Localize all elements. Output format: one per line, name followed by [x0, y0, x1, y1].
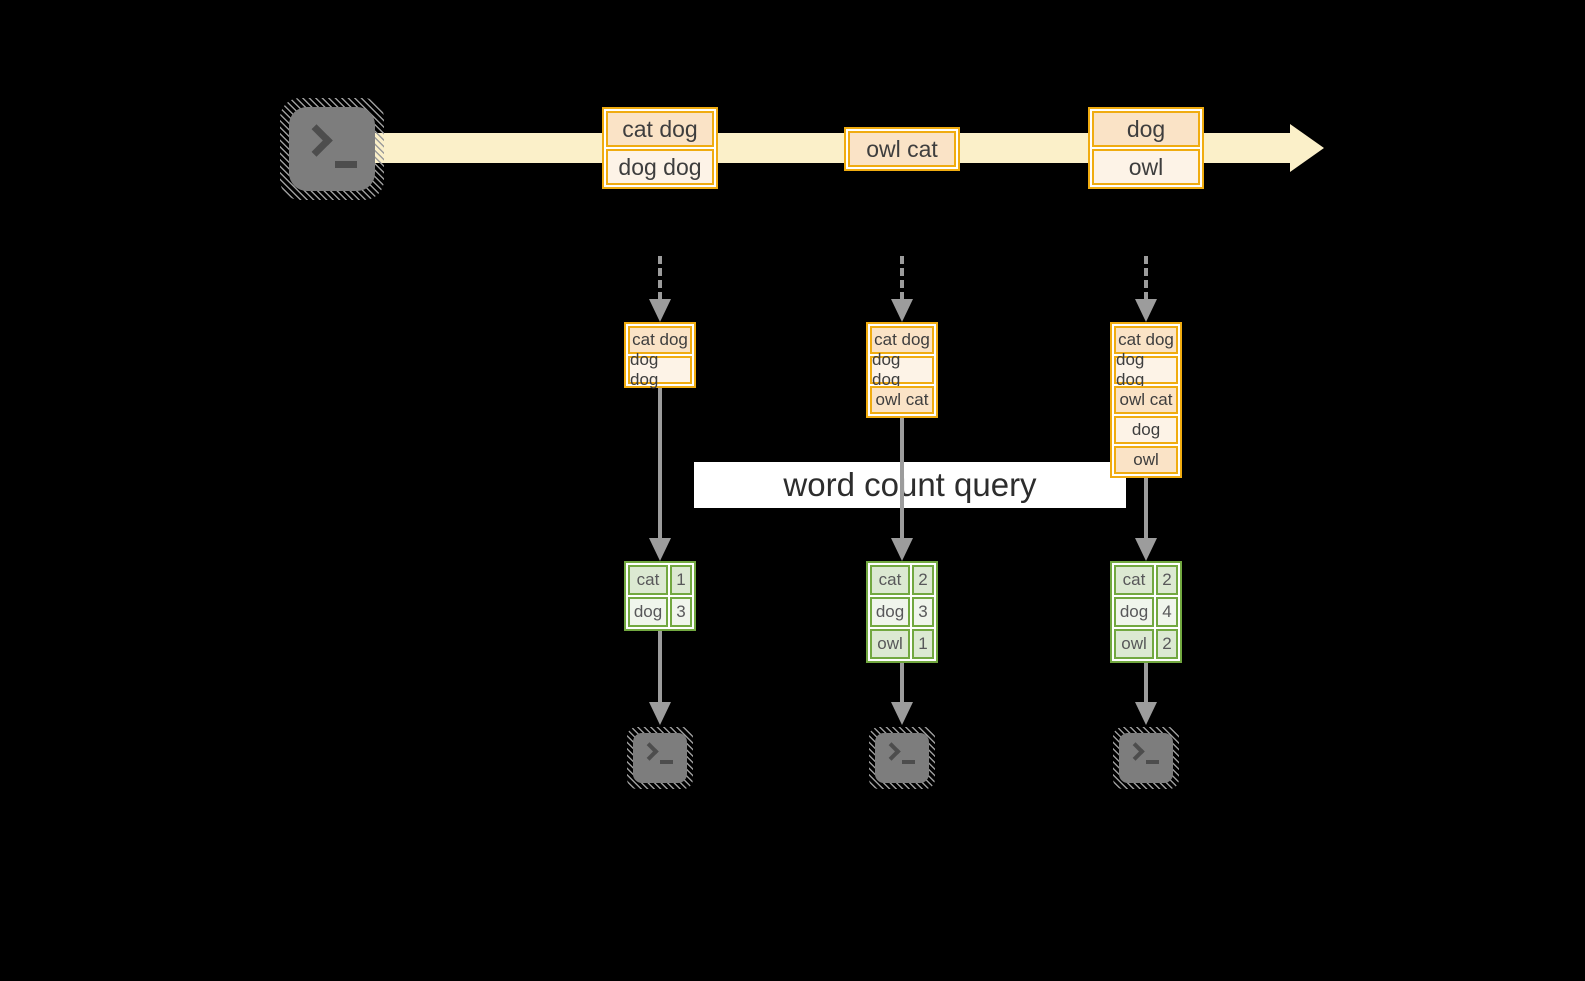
sink-terminal-icon-3	[1113, 727, 1179, 789]
sink-arrowhead-3	[1135, 702, 1157, 725]
terminal-screen	[633, 733, 687, 783]
count-value: 2	[1156, 565, 1178, 595]
count-word: cat	[1114, 565, 1154, 595]
count-word: dog	[628, 597, 668, 627]
stream-batch-2: owl cat	[844, 127, 960, 171]
count-value: 2	[1156, 629, 1178, 659]
connector-line-1	[658, 388, 662, 538]
count-row: dog 3	[870, 597, 934, 627]
count-value: 1	[912, 629, 934, 659]
state-line: cat dog	[628, 326, 692, 354]
state-line: owl cat	[1114, 386, 1178, 414]
source-terminal-icon	[280, 98, 384, 200]
state-line: dog dog	[870, 350, 934, 389]
sink-terminal-icon-1	[627, 727, 693, 789]
state-box-3: cat dog dog dog owl cat dog owl	[1110, 322, 1182, 478]
connector-line-3	[1144, 478, 1148, 538]
count-row: dog 3	[628, 597, 692, 627]
stream-batch-3: dog owl	[1088, 107, 1204, 189]
state-line: dog	[1114, 416, 1178, 444]
state-line: cat dog	[1114, 326, 1178, 354]
prompt-cursor-icon	[902, 760, 915, 764]
terminal-screen	[1119, 733, 1173, 783]
count-table-3: cat 2 dog 4 owl 2	[1110, 561, 1182, 663]
terminal-screen	[875, 733, 929, 783]
state-line: dog dog	[628, 350, 692, 389]
count-row: owl 2	[1114, 629, 1178, 659]
connector-arrowhead-2	[891, 538, 913, 561]
word-count-query-banner: word count query	[694, 462, 1126, 508]
connector-arrowhead-1	[649, 538, 671, 561]
state-box-2: cat dog dog dog owl cat	[866, 322, 938, 418]
batch-line: owl cat	[848, 131, 956, 167]
prompt-chevron-icon	[1126, 742, 1145, 761]
count-value: 4	[1156, 597, 1178, 627]
prompt-cursor-icon	[335, 161, 357, 168]
count-word: cat	[628, 565, 668, 595]
state-line: cat dog	[870, 326, 934, 354]
sink-terminal-icon-2	[869, 727, 935, 789]
count-word: dog	[870, 597, 910, 627]
count-word: owl	[870, 629, 910, 659]
state-line: owl cat	[870, 386, 934, 414]
count-value: 3	[912, 597, 934, 627]
count-row: cat 1	[628, 565, 692, 595]
prompt-chevron-icon	[300, 124, 333, 157]
sink-arrowhead-2	[891, 702, 913, 725]
sink-arrowhead-1	[649, 702, 671, 725]
count-table-1: cat 1 dog 3	[624, 561, 696, 631]
sink-line-2	[900, 663, 904, 703]
state-box-1: cat dog dog dog	[624, 322, 696, 389]
sink-line-3	[1144, 663, 1148, 703]
connector-line-2	[900, 418, 904, 538]
batch-line: dog dog	[606, 149, 714, 185]
count-table-2: cat 2 dog 3 owl 1	[866, 561, 938, 663]
dashed-arrow-2	[900, 256, 904, 300]
stream-arrowhead	[1290, 124, 1324, 172]
batch-line: cat dog	[606, 111, 714, 147]
count-row: dog 4	[1114, 597, 1178, 627]
count-row: cat 2	[870, 565, 934, 595]
batch-line: dog	[1092, 111, 1200, 147]
connector-arrowhead-3	[1135, 538, 1157, 561]
batch-line: owl	[1092, 149, 1200, 185]
count-value: 3	[670, 597, 692, 627]
count-value: 1	[670, 565, 692, 595]
state-line: owl	[1114, 446, 1178, 474]
stream-batch-1: cat dog dog dog	[602, 107, 718, 189]
count-word: owl	[1114, 629, 1154, 659]
dashed-arrowhead-2	[891, 299, 913, 322]
count-word: dog	[1114, 597, 1154, 627]
prompt-chevron-icon	[882, 742, 901, 761]
count-row: cat 2	[1114, 565, 1178, 595]
terminal-screen	[289, 107, 375, 191]
prompt-cursor-icon	[1146, 760, 1159, 764]
count-value: 2	[912, 565, 934, 595]
dashed-arrow-1	[658, 256, 662, 300]
prompt-chevron-icon	[640, 742, 659, 761]
prompt-cursor-icon	[660, 760, 673, 764]
count-row: owl 1	[870, 629, 934, 659]
dashed-arrow-3	[1144, 256, 1148, 300]
count-word: cat	[870, 565, 910, 595]
dashed-arrowhead-1	[649, 299, 671, 322]
word-count-query-label: word count query	[783, 466, 1037, 503]
dashed-arrowhead-3	[1135, 299, 1157, 322]
sink-line-1	[658, 631, 662, 703]
state-line: dog dog	[1114, 350, 1178, 389]
